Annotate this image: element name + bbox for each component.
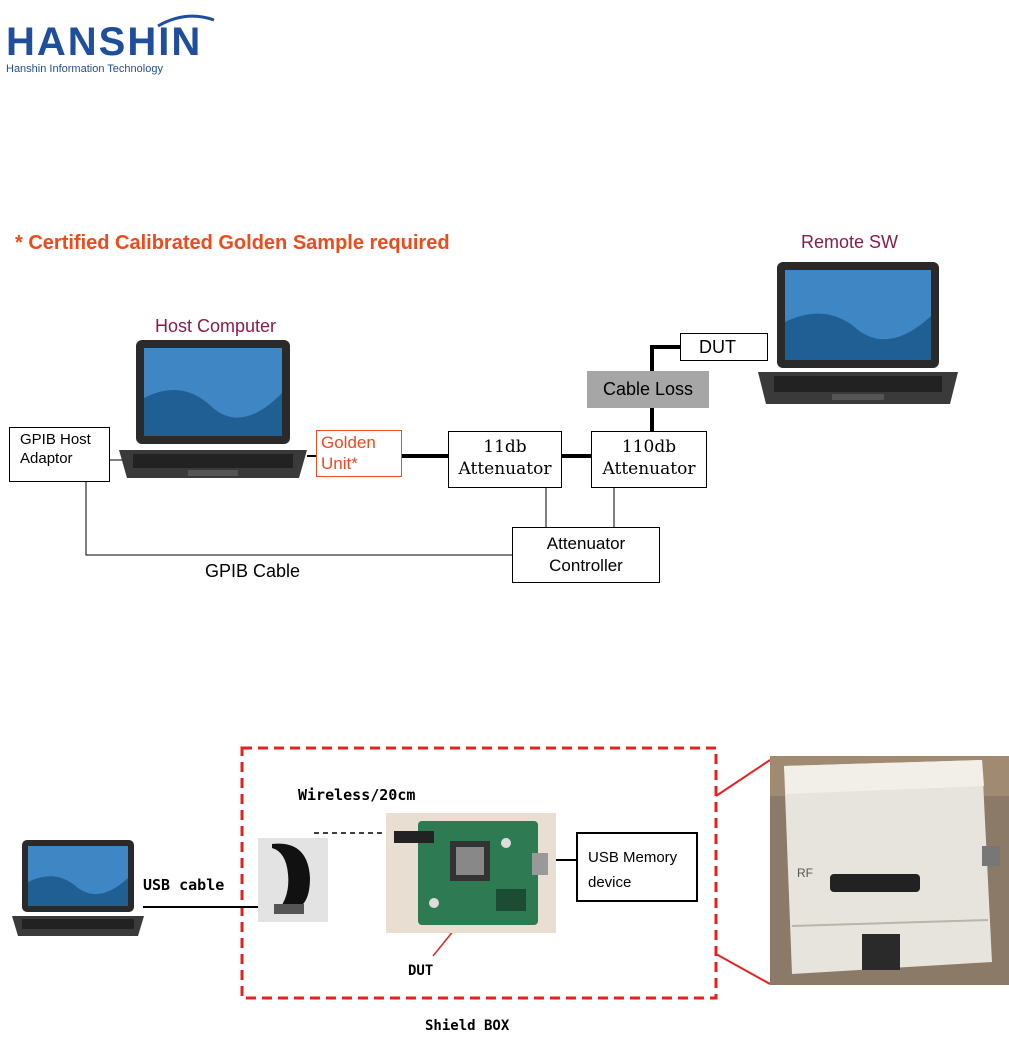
dut-board-icon <box>386 813 556 933</box>
usb-memory-label: USB Memory device <box>588 845 696 895</box>
usb-memory-box: USB Memory device <box>576 832 698 902</box>
bottom-dut-label: DUT <box>408 963 433 979</box>
usb-cable-label: USB cable <box>143 876 224 894</box>
shield-box-tag: RF <box>797 866 813 880</box>
zoom-line-top <box>716 760 770 796</box>
small-laptop-icon <box>8 838 148 938</box>
wireless-label: Wireless/20cm <box>298 786 415 804</box>
zoom-line-bottom <box>716 954 770 984</box>
wireless-dongle-icon <box>258 838 328 922</box>
shield-box-label: Shield BOX <box>425 1018 509 1034</box>
